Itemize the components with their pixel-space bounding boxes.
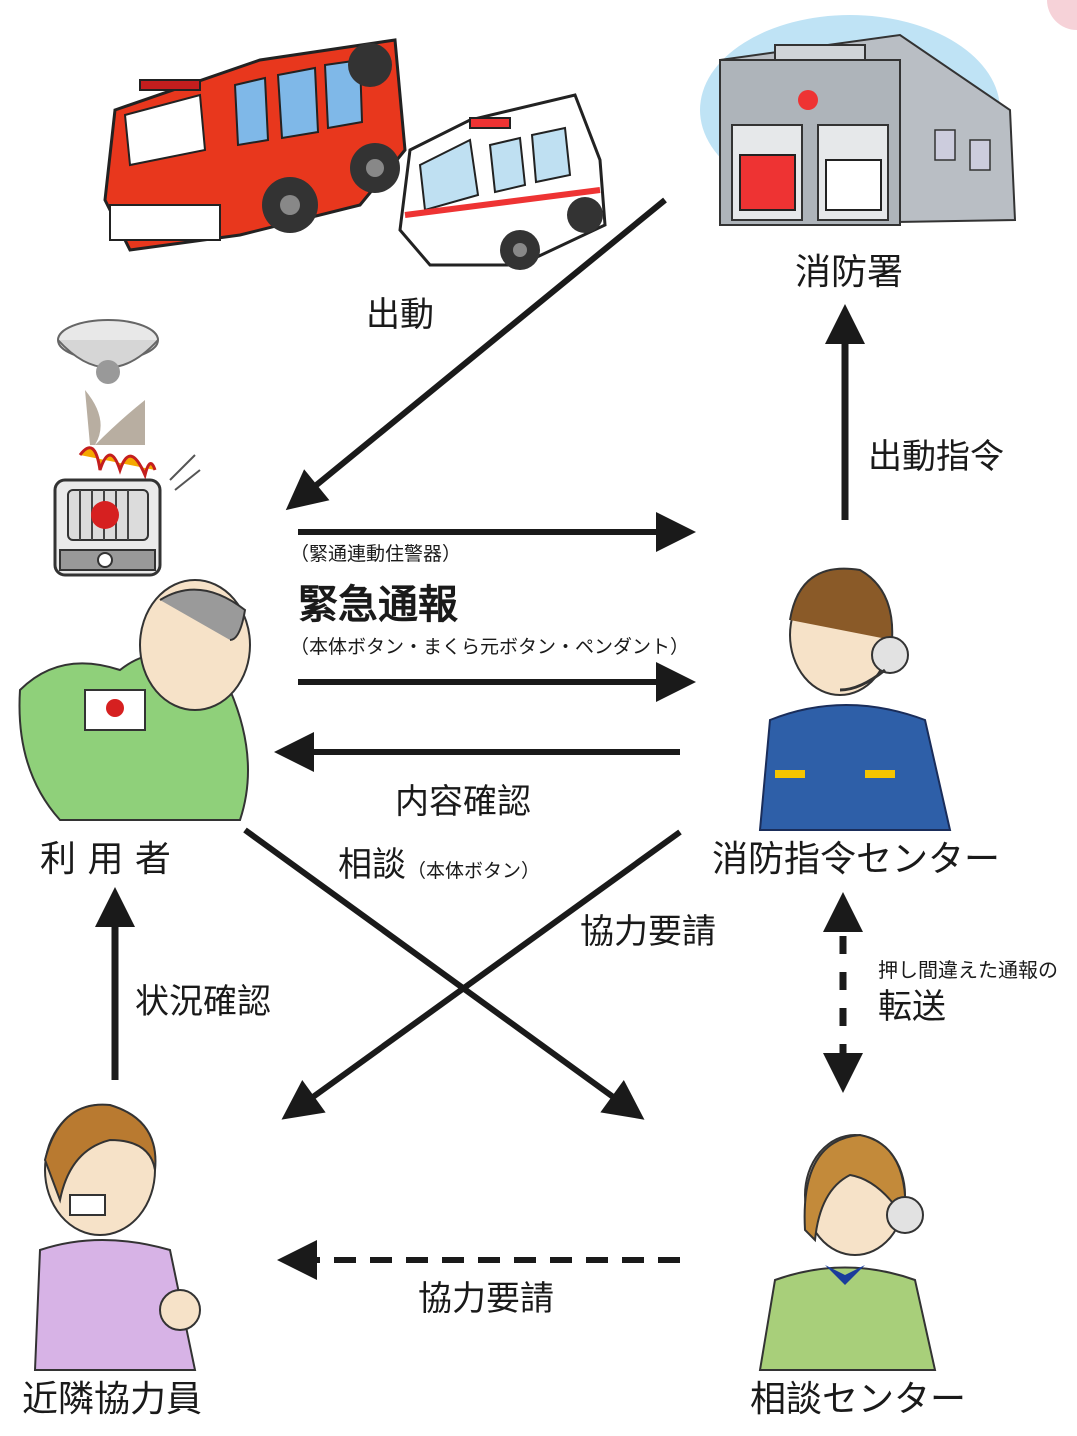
- consultant-icon: [758, 1133, 937, 1371]
- label-transfer: 転送: [878, 987, 946, 1027]
- label-status-check: 状況確認: [135, 982, 271, 1022]
- arrow-dispatch: [285, 197, 667, 511]
- label-consult-note: （本体ボタン）: [407, 860, 541, 882]
- arrow-consult: [243, 827, 645, 1120]
- dispatcher-icon: [758, 567, 952, 831]
- arrow-coop-request-1: [281, 829, 682, 1120]
- neighbor-icon: [33, 1103, 201, 1371]
- label-consult: 相談: [338, 845, 406, 885]
- label-emergency-call: 緊急通報: [298, 582, 458, 628]
- ambulance-icon: [398, 93, 607, 270]
- node-user: 利 用 者: [40, 839, 171, 880]
- fire-truck-icon: [103, 38, 407, 252]
- fire-station-icon: [700, 15, 1017, 227]
- node-neighbor: 近隣協力員: [22, 1379, 203, 1420]
- label-content-confirm: 内容確認: [395, 782, 531, 822]
- node-fire-station: 消防署: [795, 252, 904, 293]
- elderly-user-icon: [18, 579, 251, 821]
- label-coop-request-1: 協力要請: [580, 912, 716, 952]
- smoke-detector-icon: [57, 319, 159, 445]
- label-alarm-link: （緊通連動住警器）: [290, 543, 462, 565]
- label-coop-request-2: 協力要請: [418, 1279, 554, 1319]
- label-dispatch: 出動: [366, 295, 434, 335]
- corner-mark: [1047, 0, 1077, 30]
- node-consult-center: 相談センター: [750, 1379, 967, 1420]
- node-dispatch-center: 消防指令センター: [712, 839, 1001, 880]
- label-dispatch-order: 出動指令: [868, 437, 1004, 477]
- label-emergency-buttons: （本体ボタン・まくら元ボタン・ペンダント）: [290, 636, 690, 658]
- heater-fire-icon: [53, 446, 201, 577]
- label-misdial-note: 押し間違えた通報の: [878, 958, 1058, 982]
